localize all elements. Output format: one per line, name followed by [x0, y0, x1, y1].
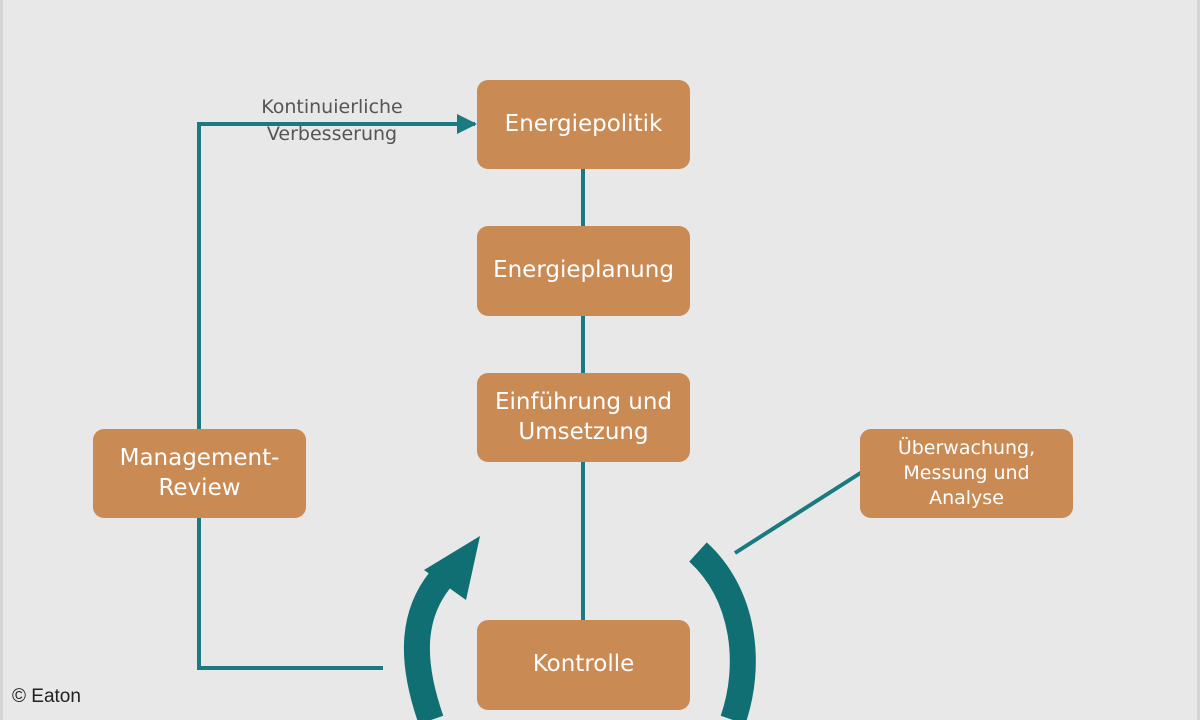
implementation-label: Einführung und Umsetzung: [494, 388, 673, 445]
control-label: Kontrolle: [532, 651, 635, 678]
cycle-arrow-right: [688, 542, 756, 720]
management-review-label: Management- Review: [119, 444, 280, 501]
continuous-improvement-label: Kontinuierliche Verbesserung: [261, 96, 403, 145]
monitoring-box: Überwachung, Messung und Analyse: [860, 429, 1073, 518]
cycle-arrowhead-icon: [424, 536, 480, 600]
control-box: Kontrolle: [477, 620, 690, 710]
connector-review-to-policy: [197, 114, 477, 429]
management-review-box: Management- Review: [93, 429, 306, 518]
cycle-arrow-left: [403, 571, 451, 720]
monitoring-label: Überwachung, Messung und Analyse: [897, 437, 1036, 509]
connector-control-to-review: [197, 518, 383, 670]
energy-planning-box: Energieplanung: [477, 226, 690, 316]
implementation-box: Einführung und Umsetzung: [477, 373, 690, 462]
copyright-notice: © Eaton: [12, 686, 81, 707]
energy-policy-box: Energiepolitik: [477, 80, 690, 169]
energy-policy-label: Energiepolitik: [504, 110, 663, 137]
energy-planning-label: Energieplanung: [493, 257, 674, 284]
connector-monitoring-to-cycle: [733, 470, 864, 555]
